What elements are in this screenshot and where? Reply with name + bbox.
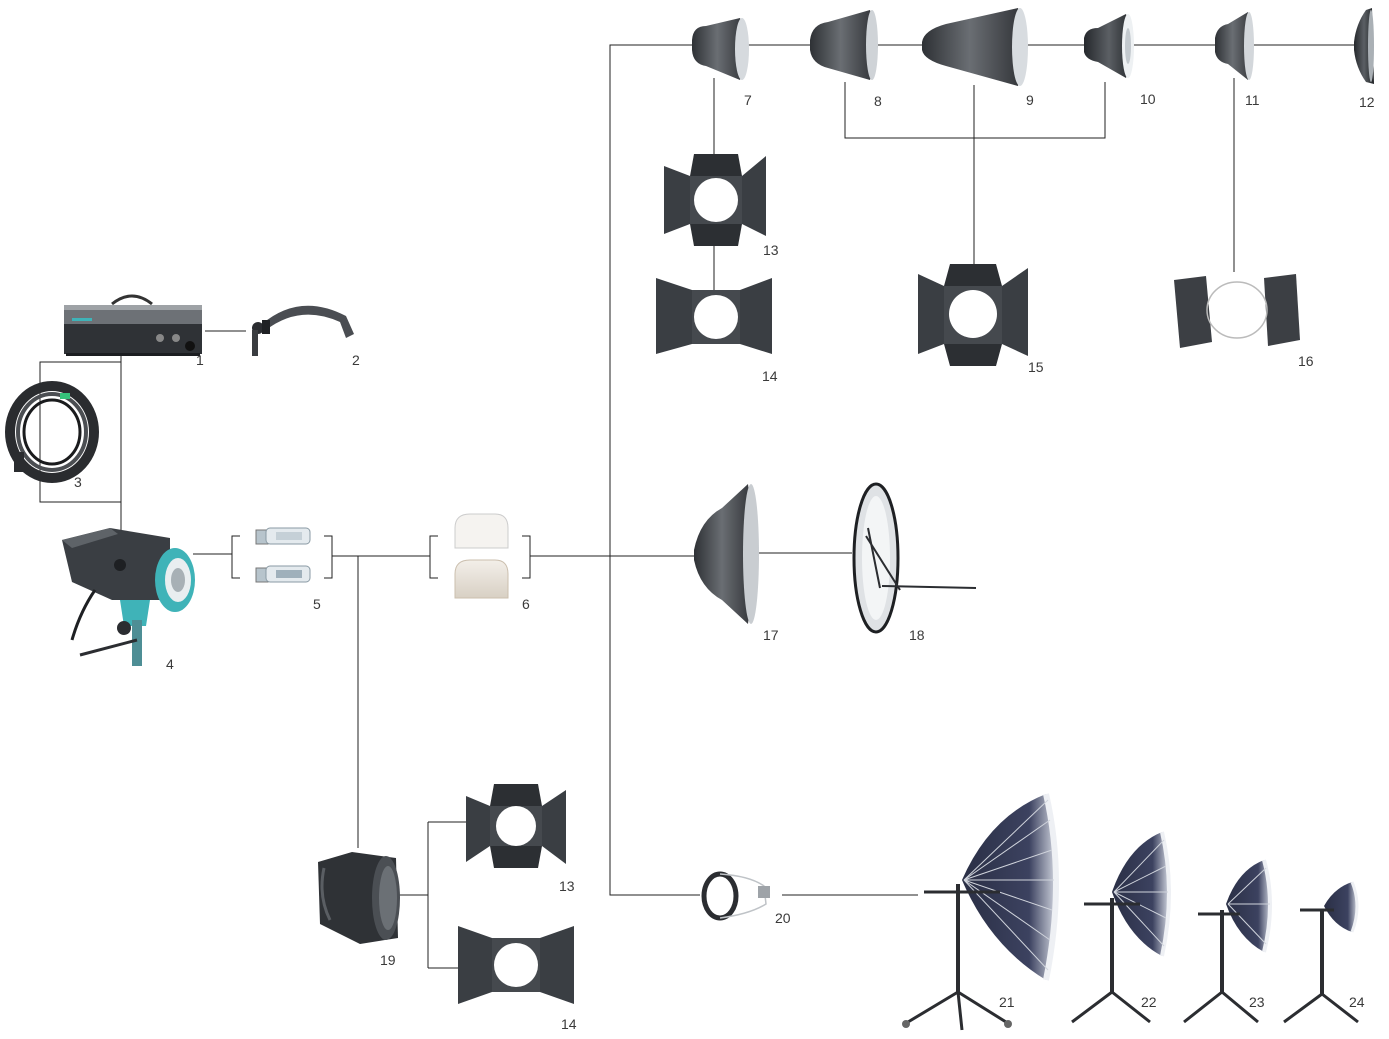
label-16: 16 — [1298, 353, 1314, 369]
adapter-ring-icon — [701, 871, 770, 921]
reflector-10-icon — [1084, 14, 1134, 78]
label-20: 20 — [775, 910, 791, 926]
label-3: 3 — [74, 474, 82, 490]
barndoor-13-bottom-icon — [466, 784, 566, 868]
label-8: 8 — [874, 93, 882, 109]
label-7: 7 — [744, 92, 752, 108]
label-11: 11 — [1245, 92, 1260, 108]
flash-tube-icon — [255, 527, 311, 583]
barndoor-15-icon — [918, 264, 1028, 366]
reflector-18-icon — [852, 482, 977, 634]
label-9: 9 — [1026, 92, 1034, 108]
label-4: 4 — [166, 656, 174, 672]
label-22: 22 — [1141, 994, 1157, 1010]
reflector-12-icon — [1354, 8, 1374, 84]
label-12: 12 — [1359, 94, 1375, 110]
label-2: 2 — [352, 352, 360, 368]
spot-attachment-19-icon — [318, 852, 400, 944]
power-pack-icon — [64, 294, 202, 356]
parabolic-reflector-21-icon — [902, 793, 1059, 1031]
label-13-top: 13 — [763, 242, 779, 258]
label-21: 21 — [999, 994, 1015, 1010]
reflector-17-icon — [694, 484, 759, 624]
barndoor-13-icon — [664, 154, 766, 246]
label-5: 5 — [313, 596, 321, 612]
barndoor-14-bottom-icon — [458, 926, 574, 1004]
trigger-cable-icon — [252, 305, 354, 356]
glass-dome-icon — [454, 513, 509, 599]
reflector-7-icon — [692, 18, 749, 80]
reflector-8-icon — [810, 10, 878, 80]
label-1: 1 — [196, 352, 204, 368]
label-23: 23 — [1249, 994, 1265, 1010]
lamp-head-icon — [62, 528, 195, 666]
reflector-9-icon — [922, 8, 1028, 86]
parabolic-reflector-24-icon — [1283, 881, 1359, 1024]
label-13-bottom: 13 — [559, 878, 575, 894]
label-19: 19 — [380, 952, 396, 968]
label-14-bottom: 14 — [561, 1016, 577, 1032]
label-24: 24 — [1349, 994, 1365, 1010]
label-17: 17 — [763, 627, 779, 643]
reflector-11-icon — [1215, 12, 1254, 80]
barndoor-14-icon — [656, 278, 772, 354]
barndoor-16-icon — [1174, 274, 1300, 348]
connection-lines — [39, 44, 1355, 969]
label-18: 18 — [909, 627, 925, 643]
parabolic-reflector-22-icon — [1071, 831, 1171, 1024]
parabolic-reflector-23-icon — [1183, 859, 1272, 1024]
label-14-top: 14 — [762, 368, 778, 384]
label-15: 15 — [1028, 359, 1044, 375]
label-10: 10 — [1140, 91, 1156, 107]
cable-coil-icon — [5, 381, 99, 483]
label-6: 6 — [522, 596, 530, 612]
